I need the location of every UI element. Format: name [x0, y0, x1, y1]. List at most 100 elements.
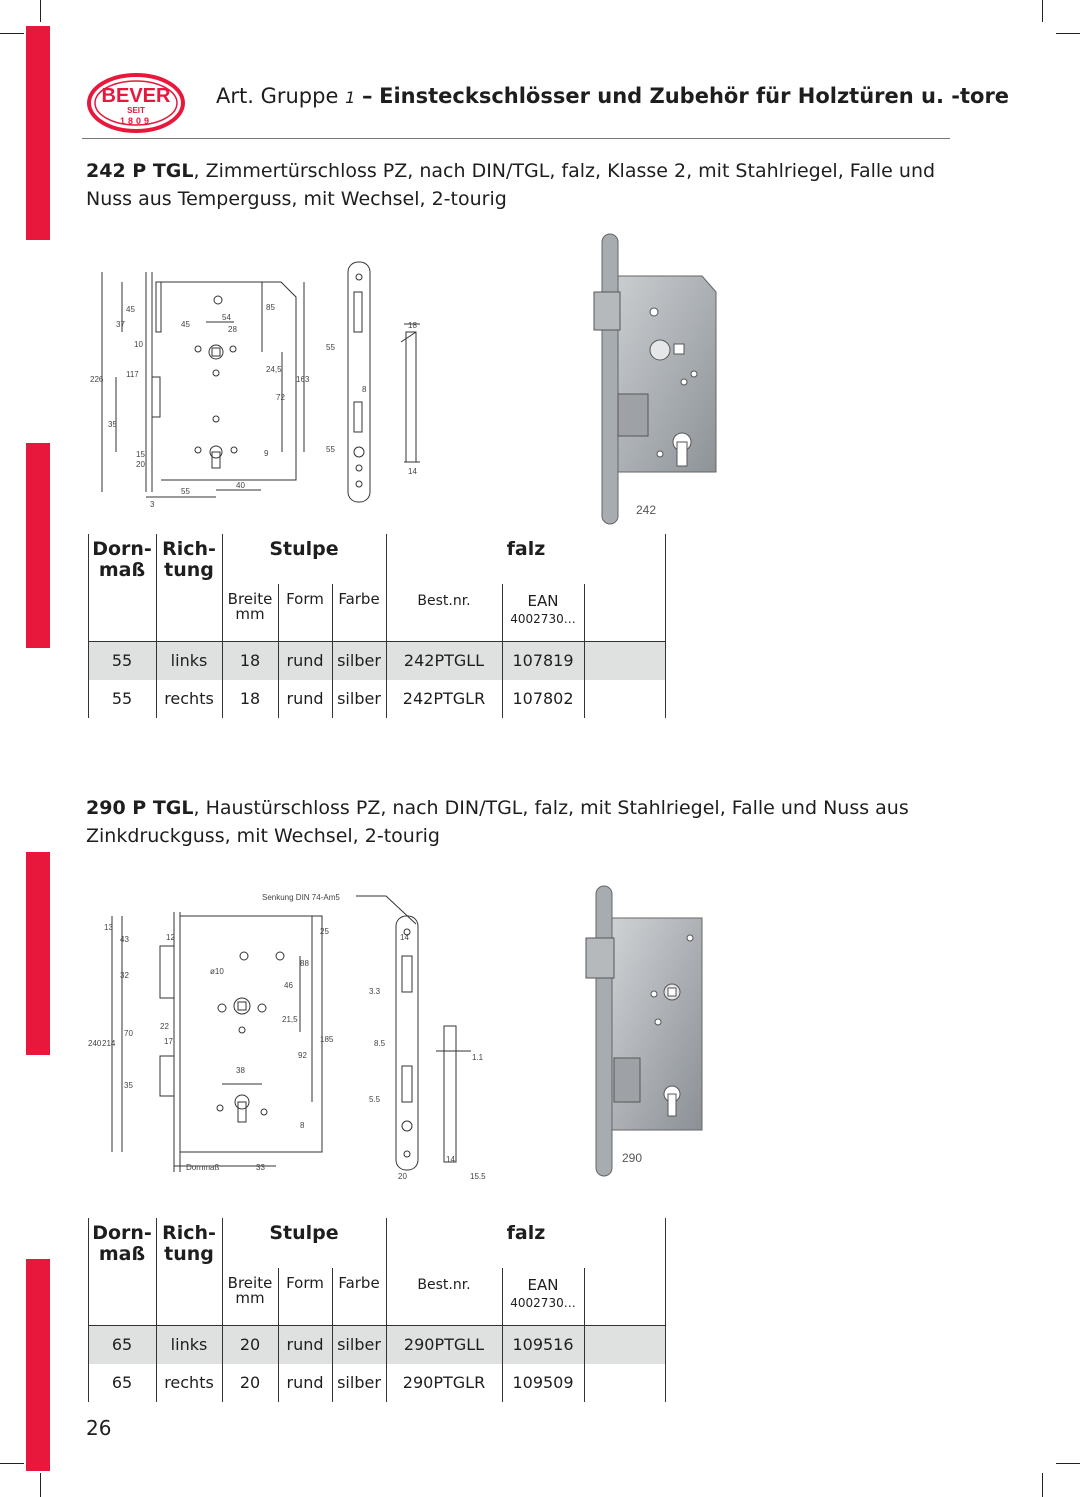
svg-text:22: 22 [160, 1022, 169, 1031]
technical-drawing: 45 37 226 10 117 35 15 20 3 55 40 85 45 … [86, 252, 446, 516]
svg-text:43: 43 [120, 935, 129, 944]
svg-text:240: 240 [88, 1039, 102, 1048]
header-stulpe: Stulpe [269, 538, 339, 560]
subheader-breite: Breite mm [227, 590, 273, 623]
cell-ean: 109516 [512, 1335, 574, 1354]
svg-text:185: 185 [320, 1035, 334, 1044]
product-title: 290 P TGL, Haustürschloss PZ, nach DIN/T… [86, 794, 956, 850]
svg-text:242: 242 [636, 503, 656, 517]
svg-text:214: 214 [102, 1039, 116, 1048]
crop-mark [1042, 1473, 1043, 1497]
svg-text:46: 46 [284, 981, 293, 990]
cell-richtung: rechts [164, 689, 214, 708]
svg-text:163: 163 [296, 375, 310, 384]
svg-text:54: 54 [222, 313, 231, 322]
table-divider [88, 1218, 89, 1402]
svg-text:72: 72 [276, 393, 285, 402]
table-divider [156, 1218, 157, 1402]
svg-text:35: 35 [108, 420, 117, 429]
svg-text:88: 88 [300, 959, 309, 968]
svg-text:33: 33 [256, 1163, 265, 1172]
table-divider [502, 1268, 503, 1402]
cell-ean: 107819 [512, 651, 574, 670]
cell-dornmass: 55 [111, 651, 133, 670]
table-divider [665, 534, 666, 718]
subheader-ean-prefix: 4002730… [510, 1296, 576, 1310]
table-divider [278, 1268, 279, 1402]
table-divider [222, 1218, 223, 1402]
svg-text:12: 12 [166, 933, 175, 942]
technical-drawing: Senkung DIN 74-Am5 13 43 12 ø10 25 32 24… [86, 876, 496, 1192]
svg-text:40: 40 [236, 481, 245, 490]
svg-text:1809: 1809 [120, 116, 152, 126]
header-dornmass: Dorn- maß [92, 1222, 152, 1265]
svg-text:37: 37 [116, 320, 125, 329]
page-number: 26 [86, 1416, 112, 1440]
svg-text:55: 55 [181, 487, 190, 496]
red-margin-tab [26, 852, 50, 1055]
table-divider [88, 641, 666, 642]
svg-text:3.3: 3.3 [369, 987, 381, 996]
subheader-form: Form [286, 1274, 324, 1292]
table-divider [278, 584, 279, 718]
crop-mark [1042, 0, 1043, 22]
cell-ean: 107802 [512, 689, 574, 708]
svg-text:14: 14 [400, 933, 409, 942]
svg-text:14: 14 [408, 467, 417, 476]
svg-text:45: 45 [181, 320, 190, 329]
bever-logo: BEVER SEIT 1809 [86, 72, 186, 138]
svg-text:117: 117 [126, 370, 139, 379]
subheader-bestnr: Best.nr. [417, 593, 471, 609]
product-code: 242 P TGL [86, 160, 194, 182]
header-falz: falz [506, 538, 546, 560]
crop-mark [40, 1473, 41, 1497]
table-divider [156, 534, 157, 718]
red-margin-tab [26, 26, 50, 240]
svg-text:25: 25 [320, 927, 329, 936]
svg-text:17: 17 [164, 1037, 173, 1046]
crop-mark [1056, 1463, 1080, 1464]
subheader-bestnr: Best.nr. [417, 1277, 471, 1293]
cell-breite: 20 [239, 1373, 261, 1392]
header-richtung: Rich- tung [162, 1222, 216, 1265]
svg-text:8: 8 [300, 1121, 305, 1130]
subheader-form: Form [286, 590, 324, 608]
svg-text:ø10: ø10 [210, 967, 224, 976]
svg-text:32: 32 [120, 971, 129, 980]
svg-text:15.5: 15.5 [470, 1172, 486, 1181]
cell-richtung: rechts [164, 1373, 214, 1392]
crop-mark [40, 0, 41, 22]
cell-breite: 18 [239, 651, 261, 670]
cell-bestnr: 290PTGLR [402, 1373, 486, 1392]
svg-text:226: 226 [90, 375, 104, 384]
svg-text:21,5: 21,5 [282, 1015, 298, 1024]
cell-breite: 20 [239, 1335, 261, 1354]
table-divider [584, 1268, 585, 1402]
cell-farbe: silber [337, 689, 381, 708]
svg-text:20: 20 [136, 460, 145, 469]
header-falz: falz [506, 1222, 546, 1244]
table-row-shade [88, 1326, 666, 1364]
svg-text:55: 55 [326, 343, 335, 352]
table-divider [332, 584, 333, 718]
cell-bestnr: 290PTGLL [403, 1335, 485, 1354]
cell-form: rund [286, 689, 324, 708]
header-stulpe: Stulpe [269, 1222, 339, 1244]
subheader-farbe: Farbe [338, 590, 380, 608]
svg-text:35: 35 [124, 1081, 133, 1090]
table-divider [665, 1218, 666, 1402]
svg-text:15: 15 [136, 450, 145, 459]
svg-text:55: 55 [326, 445, 335, 454]
cell-ean: 109509 [512, 1373, 574, 1392]
cell-richtung: links [170, 651, 208, 670]
table-divider [386, 534, 387, 718]
subheader-ean: EAN [527, 592, 559, 610]
svg-text:10: 10 [134, 340, 143, 349]
svg-text:9: 9 [264, 449, 269, 458]
red-margin-tab [26, 1259, 50, 1471]
page-title: Art. Gruppe 1 – Einsteckschlösser und Zu… [216, 84, 1009, 108]
cell-breite: 18 [239, 689, 261, 708]
cell-richtung: links [170, 1335, 208, 1354]
product-code: 290 P TGL [86, 797, 194, 819]
crop-mark [0, 33, 24, 34]
